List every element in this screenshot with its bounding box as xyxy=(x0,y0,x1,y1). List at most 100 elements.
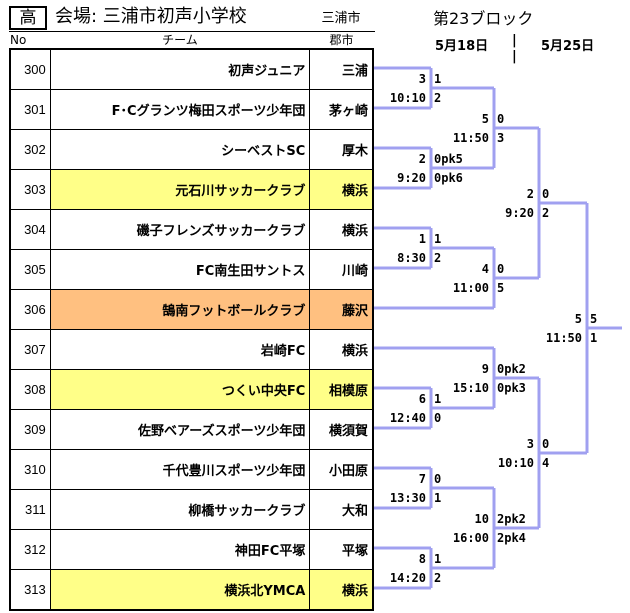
header-divider xyxy=(9,31,375,32)
score-top: 1 xyxy=(434,72,442,86)
match-number: 7 xyxy=(418,472,426,486)
match-number: 1 xyxy=(418,232,426,246)
team-name: 柳橋サッカークラブ xyxy=(49,489,311,530)
team-city: 平塚 xyxy=(309,529,374,570)
team-number: 305 xyxy=(9,249,51,290)
match-number: 2 xyxy=(418,152,426,166)
match-number: 2 xyxy=(526,187,534,201)
match-time: 9:20 xyxy=(397,171,426,185)
match-number: 5 xyxy=(574,312,582,326)
match-time: 11:50 xyxy=(452,131,489,145)
match-number: 4 xyxy=(481,262,489,276)
team-number: 307 xyxy=(9,329,51,370)
team-number: 303 xyxy=(9,169,51,210)
team-city: 相模原 xyxy=(309,369,374,410)
team-name: 岩崎FC xyxy=(49,329,311,370)
team-name: 横浜北YMCA xyxy=(49,569,311,611)
score-top: 2pk2 xyxy=(497,512,526,526)
team-name: シーベストSC xyxy=(49,129,311,170)
score-bottom: 2 xyxy=(434,251,442,265)
team-city: 横須賀 xyxy=(309,409,374,450)
match-number: 9 xyxy=(481,362,489,376)
score-top: 0 xyxy=(434,472,442,486)
score-top: 5 xyxy=(590,312,598,326)
team-number: 302 xyxy=(9,129,51,170)
date-round-2: 5月25日 xyxy=(541,39,595,54)
team-number: 300 xyxy=(9,48,51,90)
score-bottom: 0pk6 xyxy=(434,171,463,185)
match-time: 15:10 xyxy=(452,381,489,395)
match-time: 13:30 xyxy=(389,491,426,505)
score-bottom: 3 xyxy=(497,131,505,145)
score-top: 1 xyxy=(434,392,442,406)
score-bottom: 2 xyxy=(542,206,550,220)
column-header-city: 郡市 xyxy=(329,33,354,47)
team-name: つくい中央FC xyxy=(49,369,311,410)
team-name: FC南生田サントス xyxy=(49,249,311,290)
team-number: 313 xyxy=(9,569,51,611)
match-number: 3 xyxy=(526,437,534,451)
team-city: 横浜 xyxy=(309,169,374,210)
match-time: 11:00 xyxy=(452,281,489,295)
team-city: 小田原 xyxy=(309,449,374,490)
host-city: 三浦市 xyxy=(321,11,361,26)
grade-badge: 高 xyxy=(9,6,47,30)
match-time: 9:20 xyxy=(505,206,534,220)
score-bottom: 5 xyxy=(497,281,505,295)
team-number: 310 xyxy=(9,449,51,490)
team-number: 312 xyxy=(9,529,51,570)
match-number: 8 xyxy=(418,552,426,566)
score-bottom: 1 xyxy=(434,491,442,505)
match-time: 12:40 xyxy=(389,411,426,425)
date-separator: | xyxy=(512,33,517,48)
score-top: 1 xyxy=(434,232,442,246)
block-title: 第23ブロック xyxy=(433,9,534,28)
column-header-no: No xyxy=(10,33,27,47)
team-city: 三浦 xyxy=(309,48,374,90)
team-name: 鵠南フットボールクラブ xyxy=(49,289,311,330)
score-bottom: 1 xyxy=(590,331,598,345)
team-name: 初声ジュニア xyxy=(49,48,311,90)
score-top: 0 xyxy=(542,187,550,201)
team-city: 厚木 xyxy=(309,129,374,170)
score-bottom: 2pk4 xyxy=(497,531,526,545)
team-number: 306 xyxy=(9,289,51,330)
score-bottom: 4 xyxy=(542,456,550,470)
match-number: 3 xyxy=(418,72,426,86)
match-number: 10 xyxy=(474,512,489,526)
match-time: 14:20 xyxy=(389,571,426,585)
team-number: 304 xyxy=(9,209,51,250)
column-header-team: チーム xyxy=(162,33,198,47)
team-city: 川崎 xyxy=(309,249,374,290)
score-top: 1 xyxy=(434,552,442,566)
team-city: 横浜 xyxy=(309,329,374,370)
match-number: 6 xyxy=(418,392,426,406)
team-name: 神田FC平塚 xyxy=(49,529,311,570)
score-top: 0 xyxy=(497,112,505,126)
venue-title: 会場: 三浦市初声小学校 xyxy=(55,6,247,27)
score-bottom: 2 xyxy=(434,91,442,105)
match-time: 10:10 xyxy=(497,456,534,470)
match-time: 10:10 xyxy=(389,91,426,105)
team-name: 元石川サッカークラブ xyxy=(49,169,311,210)
score-top: 0 xyxy=(497,262,505,276)
team-number: 311 xyxy=(9,489,51,530)
match-time: 16:00 xyxy=(452,531,489,545)
score-top: 0pk2 xyxy=(497,362,526,376)
match-time: 11:50 xyxy=(545,331,582,345)
match-number: 5 xyxy=(481,112,489,126)
